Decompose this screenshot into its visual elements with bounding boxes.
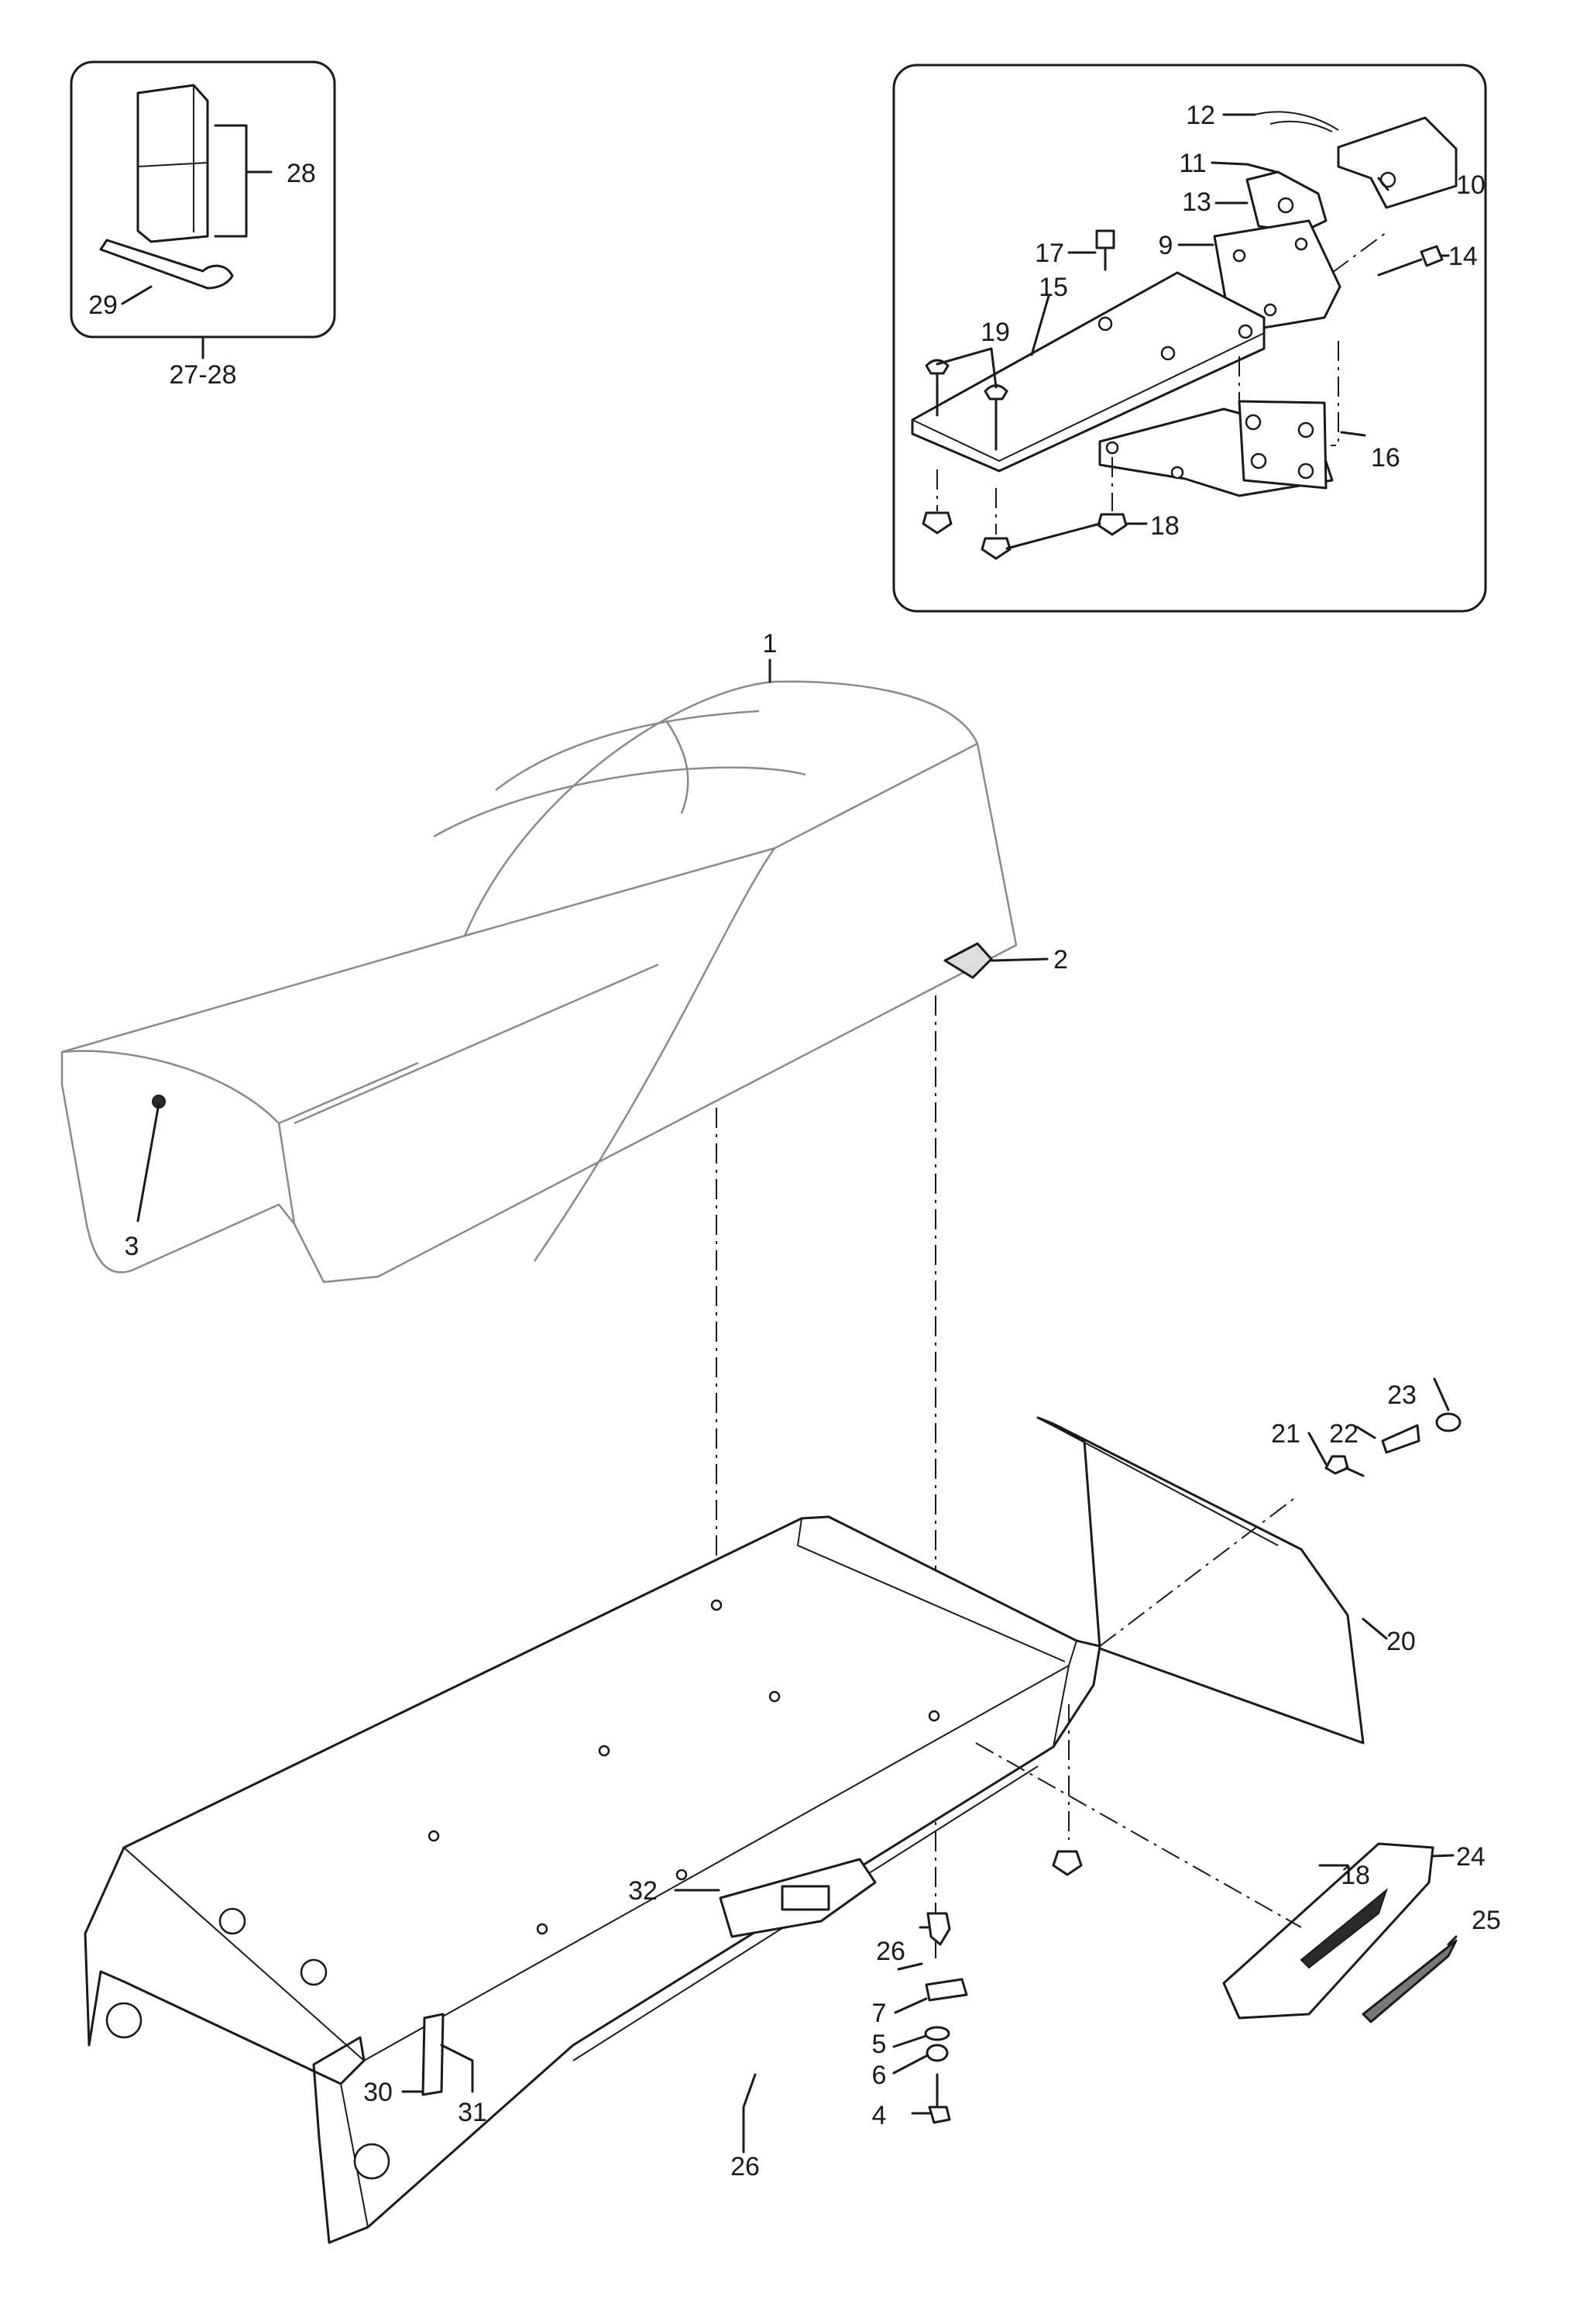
callout-9: 9: [1159, 231, 1173, 260]
callout-17: 17: [1035, 239, 1064, 268]
leader-lines: [401, 113, 1458, 2154]
callout-18-chassis: 18: [1341, 1861, 1370, 1890]
callout-10: 10: [1456, 170, 1486, 200]
callout-2: 2: [1053, 945, 1068, 975]
callout-13: 13: [1182, 187, 1211, 217]
callout-31: 31: [458, 2098, 487, 2127]
callout-28: 28: [287, 159, 316, 188]
inset-hinge-assembly: [892, 64, 1487, 613]
callout-32: 32: [628, 1876, 658, 1906]
seat-cover-part: [136, 84, 209, 243]
callout-26-right: 26: [876, 1937, 905, 1966]
callout-3: 3: [125, 1232, 139, 1261]
callout-7: 7: [872, 1999, 887, 2028]
callout-24: 24: [1456, 1842, 1486, 1872]
callout-12: 12: [1186, 101, 1215, 130]
callout-30: 30: [363, 2078, 393, 2107]
callout-20: 20: [1386, 1627, 1416, 1656]
seat-part: [60, 680, 1018, 1284]
fastener-stack: [924, 1412, 1462, 2124]
callout-26-bottom: 26: [730, 2152, 760, 2181]
callout-5: 5: [872, 2030, 887, 2059]
callout-15: 15: [1039, 273, 1068, 302]
callout-11: 11: [1179, 149, 1206, 178]
callout-18-inset: 18: [1150, 511, 1180, 541]
callout-23: 23: [1387, 1380, 1417, 1410]
callout-16: 16: [1371, 443, 1400, 473]
callout-29: 29: [88, 290, 118, 320]
callout-22: 22: [1329, 1419, 1359, 1449]
seat-base-chassis: [84, 1416, 1458, 2244]
callout-6: 6: [872, 2061, 887, 2090]
callout-1: 1: [763, 629, 778, 658]
callout-4: 4: [872, 2101, 887, 2130]
kit-label-27-28: 27-28: [170, 360, 237, 390]
callout-14: 14: [1448, 242, 1478, 271]
spanner-wrench-part: [99, 239, 234, 290]
callout-labels: 1 2 3 4 5 6 7 9 10 11 12 13 14 15 16 17 …: [88, 101, 1501, 2181]
callout-25: 25: [1472, 1906, 1501, 1935]
callout-19: 19: [981, 318, 1010, 347]
callout-21: 21: [1271, 1419, 1300, 1449]
inset-kit-27-28: [70, 60, 336, 359]
